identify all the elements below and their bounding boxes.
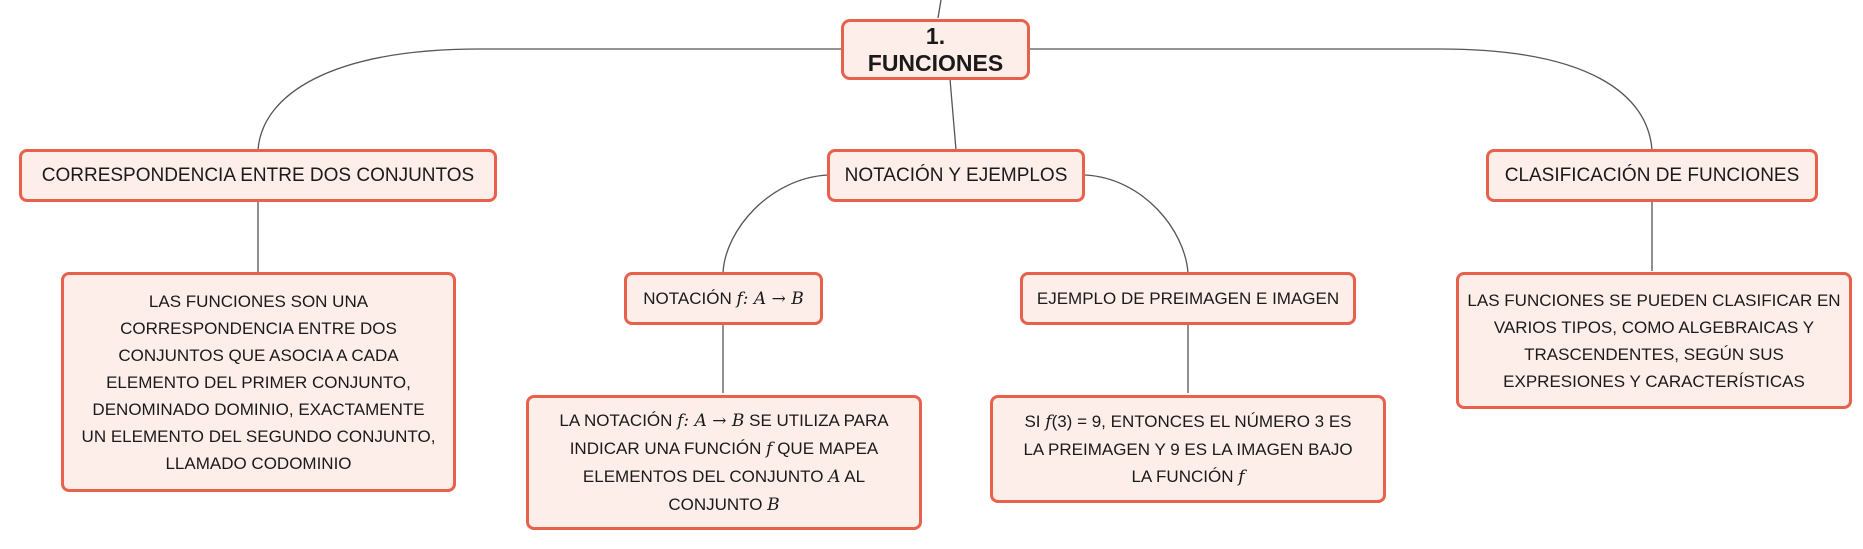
ejemplo-label: EJEMPLO DE PREIMAGEN E IMAGEN	[1036, 289, 1340, 308]
root-node-funciones[interactable]: 1. FUNCIONES	[841, 19, 1030, 80]
connector-notacion-ejemplos-ejemplo	[1084, 174, 1189, 274]
notacion-label: NOTACIÓN f: A → B	[643, 288, 804, 309]
correspondencia-label: CORRESPONDENCIA ENTRE DOS CONJUNTOS	[41, 165, 475, 186]
notacion-label-math: f: A → B	[736, 288, 804, 309]
notacion-ejemplos-label: NOTACIÓN Y EJEMPLOS	[844, 165, 1068, 186]
clasificacion-detail-text: LAS FUNCIONES SE PUEDEN CLASIFICAR EN VA…	[1467, 290, 1841, 391]
node-clasificacion[interactable]: CLASIFICACIÓN DE FUNCIONES	[1486, 149, 1818, 202]
node-notacion-detail[interactable]: LA NOTACIÓN f: A → B SE UTILIZA PARA IND…	[526, 395, 922, 530]
node-ejemplo[interactable]: EJEMPLO DE PREIMAGEN E IMAGEN	[1020, 272, 1356, 325]
node-correspondencia[interactable]: CORRESPONDENCIA ENTRE DOS CONJUNTOS	[19, 149, 497, 202]
node-clasificacion-detail[interactable]: LAS FUNCIONES SE PUEDEN CLASIFICAR EN VA…	[1456, 272, 1852, 409]
node-correspondencia-detail[interactable]: LAS FUNCIONES SON UNA CORRESPONDENCIA EN…	[61, 272, 456, 492]
connector-root-parent	[937, 0, 942, 19]
node-notacion-ejemplos[interactable]: NOTACIÓN Y EJEMPLOS	[827, 149, 1085, 202]
correspondencia-detail-text: LAS FUNCIONES SON UNA CORRESPONDENCIA EN…	[81, 291, 436, 473]
ejemplo-detail-text: SI f(3) = 9, ENTONCES EL NÚMERO 3 ES LA …	[1023, 411, 1353, 487]
connector-root-clasificacion	[1030, 48, 1653, 151]
root-label: 1. FUNCIONES	[867, 22, 1004, 76]
connector-root-notacion-ejemplos	[949, 78, 957, 151]
node-ejemplo-detail[interactable]: SI f(3) = 9, ENTONCES EL NÚMERO 3 ES LA …	[990, 395, 1386, 503]
connector-root-correspondencia	[257, 48, 842, 151]
node-notacion[interactable]: NOTACIÓN f: A → B	[624, 272, 823, 325]
clasificacion-label: CLASIFICACIÓN DE FUNCIONES	[1504, 165, 1800, 186]
connector-notacion-ejemplos-notacion	[722, 174, 829, 274]
notacion-detail-text: LA NOTACIÓN f: A → B SE UTILIZA PARA IND…	[559, 410, 889, 515]
